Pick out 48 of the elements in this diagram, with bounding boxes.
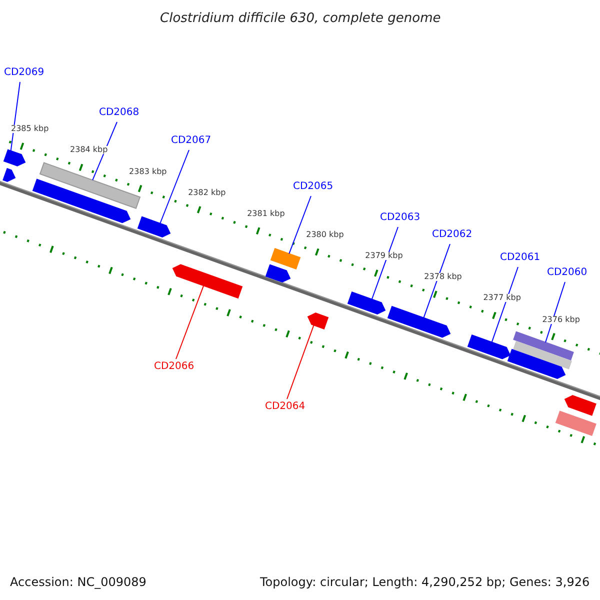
gene-block — [387, 306, 451, 338]
tick-label: 2384 kbp — [70, 146, 108, 154]
gene-bar — [270, 248, 301, 270]
footer-text: Topology: circular; Length: 4,290,252 bp; Genes: 3,926 — [260, 576, 590, 588]
tick-label: 2383 kbp — [129, 168, 167, 176]
tick-label: 2385 kbp — [11, 125, 49, 134]
gene-bar — [555, 410, 596, 436]
gene-block — [564, 395, 596, 416]
gene-block — [507, 348, 566, 379]
gene-block — [32, 178, 131, 224]
gene-block — [307, 312, 329, 330]
leader-line — [286, 324, 314, 400]
tick-label: 2382 kbp — [188, 188, 226, 197]
gene-bar — [513, 340, 572, 370]
tick-label: 2376 kbp — [542, 316, 580, 324]
tick-label: 2380 kbp — [306, 231, 344, 239]
gene-label: CD2065 — [293, 182, 334, 192]
gene-block — [172, 264, 243, 299]
gene-block — [2, 168, 16, 182]
tick-label: 2379 kbp — [365, 252, 403, 260]
tick-label: 2377 kbp — [483, 294, 521, 302]
leader-line — [288, 196, 312, 254]
gene-block — [347, 291, 386, 314]
gene-label: CD2062 — [432, 230, 472, 240]
leader-line — [92, 122, 118, 181]
leader-line — [160, 150, 190, 224]
gene-label: CD2066 — [154, 362, 194, 372]
tick-label: 2381 kbp — [247, 210, 285, 218]
leader-line — [176, 285, 204, 360]
gene-block — [265, 264, 291, 283]
gene-label: CD2067 — [171, 136, 212, 146]
gene-label: CD2060 — [547, 268, 588, 278]
leader-line — [545, 282, 566, 343]
title: Clostridium difficile 630, complete genome — [160, 12, 441, 24]
tick-label: 2378 kbp — [424, 273, 462, 282]
footer-text: Accession: NC_009089 — [10, 576, 146, 588]
gene-label: CD2068 — [99, 108, 140, 118]
gene-label: CD2064 — [265, 402, 306, 412]
leader-line — [371, 226, 398, 300]
gene-label: CD2069 — [4, 68, 44, 78]
gene-label: CD2061 — [500, 253, 540, 263]
gene-bar — [513, 331, 574, 360]
leader-line — [10, 82, 20, 152]
gene-block — [467, 334, 511, 360]
gene-block — [137, 216, 171, 238]
leader-line — [491, 266, 518, 343]
gene-label: CD2063 — [380, 213, 420, 223]
leader-line — [423, 244, 450, 318]
